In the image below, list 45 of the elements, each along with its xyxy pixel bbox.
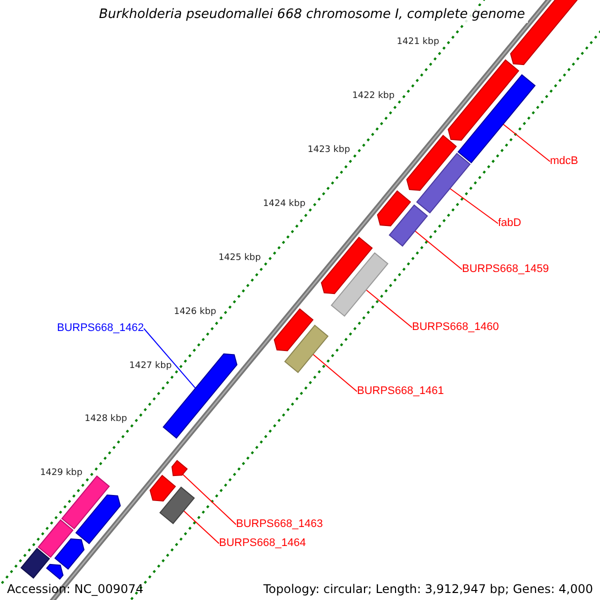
- leader-line: [312, 354, 358, 392]
- leader-line: [183, 510, 220, 544]
- gene-label: BURPS668_1462: [57, 322, 144, 335]
- gene-feature: [171, 460, 188, 476]
- leader-line: [414, 230, 462, 270]
- gene-label: BURPS668_1460: [412, 321, 499, 334]
- scale-label: 1429 kbp: [40, 468, 82, 480]
- leader-line: [502, 124, 550, 162]
- gene-feature: [150, 474, 176, 502]
- gene-feature: [330, 252, 388, 317]
- leader-line: [449, 188, 498, 224]
- gene-feature: [75, 494, 121, 544]
- scale-label: 1427 kbp: [129, 360, 172, 372]
- scale-label: 1421 kbp: [396, 36, 440, 48]
- gene-feature: [320, 236, 373, 294]
- gene-feature: [406, 134, 457, 191]
- gene-label: BURPS668_1459: [462, 263, 549, 276]
- gene-label: fabD: [498, 217, 522, 230]
- gene-feature: [159, 486, 195, 524]
- gene-label: BURPS668_1461: [357, 385, 444, 398]
- scale-label: 1423 kbp: [308, 144, 350, 156]
- gene-label: BURPS668_1463: [236, 518, 323, 531]
- accession-text: Accession: NC_009074: [6, 582, 144, 597]
- gene-feature: [61, 475, 110, 530]
- gene-feature: [458, 74, 536, 164]
- gene-feature: [376, 190, 412, 226]
- scale-label: 1422 kbp: [352, 90, 395, 102]
- scale-label: 1425 kbp: [218, 252, 261, 264]
- scale-label: 1426 kbp: [174, 306, 216, 318]
- scale-label: 1428 kbp: [84, 414, 128, 426]
- gene-feature: [38, 519, 74, 558]
- gene-feature: [448, 59, 520, 141]
- gene-feature: [416, 152, 471, 214]
- scale-label: 1424 kbp: [263, 198, 306, 210]
- gene-label: BURPS668_1464: [219, 537, 306, 550]
- gene-feature: [54, 538, 85, 570]
- gene-feature: [284, 324, 329, 374]
- genome-info-text: Topology: circular; Length: 3,912,947 bp; Genes: 4,000: [262, 582, 594, 597]
- gene-feature: [388, 204, 428, 247]
- gene-label: mdcB: [550, 155, 578, 168]
- leader-line: [143, 328, 196, 389]
- gene-feature: [46, 564, 64, 580]
- gene-feature: [20, 548, 50, 579]
- leader-line: [182, 474, 236, 525]
- gene-feature: [274, 308, 314, 352]
